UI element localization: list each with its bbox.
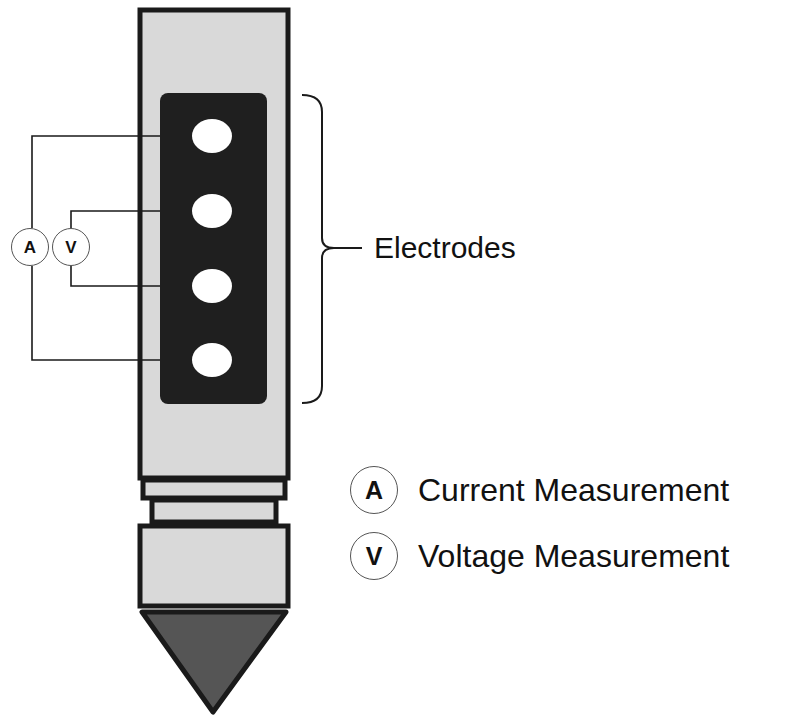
meter-letter: V <box>366 544 383 569</box>
electrode-panel <box>160 93 267 404</box>
meter-letter: A <box>24 239 36 256</box>
bracket-leader <box>334 247 362 249</box>
voltage-wire <box>71 266 160 286</box>
meter-circle: V <box>52 228 90 266</box>
electrode <box>192 269 232 303</box>
legend-text: Current Measurement <box>418 472 729 509</box>
probe-neck <box>152 500 276 522</box>
probe-collar <box>143 480 285 498</box>
meter-letter: A <box>365 478 383 503</box>
part-label: Electrodes <box>374 231 516 266</box>
current-wire <box>32 266 160 360</box>
meter-letter: V <box>65 239 76 256</box>
probe-body <box>140 10 288 478</box>
current-wire <box>32 136 160 228</box>
probe-cylinder <box>140 526 288 606</box>
meter-circle: A <box>350 466 398 514</box>
probe-cone <box>142 612 286 712</box>
legend-text: Voltage Measurement <box>418 538 729 575</box>
electrode <box>192 343 232 377</box>
electrode <box>192 119 232 153</box>
meter-circle: A <box>11 228 49 266</box>
bracket <box>302 95 334 403</box>
electrode <box>192 194 232 228</box>
meter-circle: V <box>350 532 398 580</box>
voltage-wire <box>71 211 160 228</box>
